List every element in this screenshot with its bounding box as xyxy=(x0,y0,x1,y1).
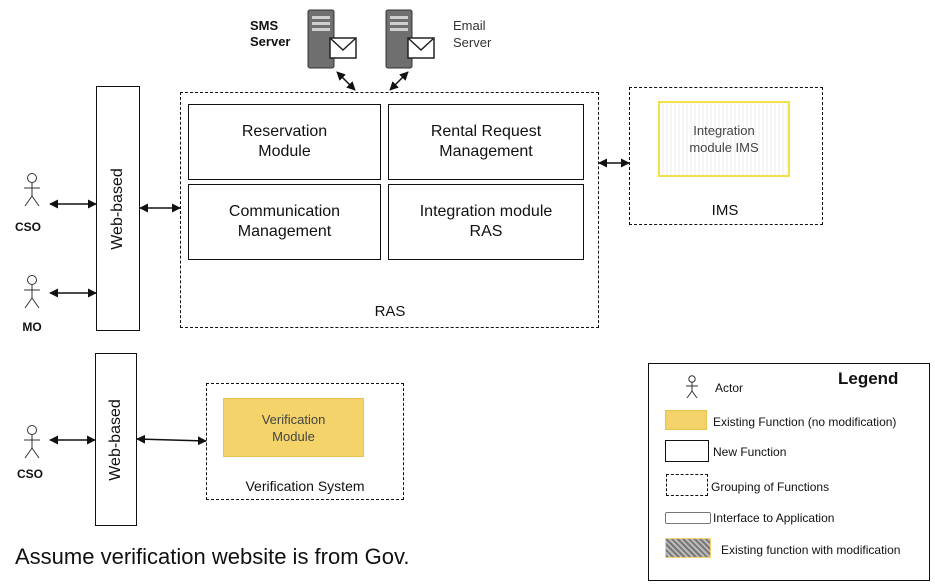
legend-interface-text: Interface to Application xyxy=(713,511,835,525)
web-based-top-label: Web-based xyxy=(109,167,126,250)
legend-interface-swatch xyxy=(665,512,711,524)
legend-existing-text: Existing Function (no modification) xyxy=(713,415,897,429)
verification-group xyxy=(206,383,404,500)
sms-server-label: SMS Server xyxy=(250,18,291,49)
arrow-sms-ras xyxy=(336,71,356,91)
legend-modified-swatch xyxy=(665,538,711,558)
web-based-top: Web-based xyxy=(96,86,140,331)
ims-label: IMS xyxy=(711,202,739,219)
ims-group xyxy=(629,87,823,225)
email-server-label: Email Server xyxy=(453,18,492,50)
actor-label-cso-top: CSO xyxy=(14,220,41,234)
actor-icon-cso-top xyxy=(20,172,44,212)
legend-box xyxy=(648,363,930,581)
email-server-icon xyxy=(384,8,444,73)
actor-icon-cso-bottom xyxy=(20,424,44,464)
web-based-bottom: Web-based xyxy=(95,353,137,526)
reservation-module: Reservation Module xyxy=(188,104,381,180)
legend-actor-text: Actor xyxy=(715,381,744,395)
actor-icon-mo xyxy=(20,274,44,314)
legend-actor-icon xyxy=(683,375,701,401)
rental-request-management: Rental Request Management xyxy=(388,104,584,180)
sms-server-icon xyxy=(306,8,357,69)
ras-group xyxy=(180,92,599,328)
arrow-email-ras xyxy=(389,71,409,91)
communication-management: Communication Management xyxy=(188,184,381,260)
legend-grouping-text: Grouping of Functions xyxy=(711,480,830,494)
legend-new-text: New Function xyxy=(713,445,787,459)
integration-module-ras: Integration module RAS xyxy=(388,184,584,260)
legend-grouping-swatch xyxy=(666,474,708,496)
ras-label: RAS xyxy=(374,303,406,320)
legend-modified-text: Existing function with modification xyxy=(721,543,901,557)
actor-label-mo: MO xyxy=(22,320,42,334)
web-based-bottom-label: Web-based xyxy=(107,398,124,481)
verification-label: Verification System xyxy=(245,478,365,494)
note-text: Assume verification website is from Gov. xyxy=(15,544,410,569)
verification-module: Verification Module xyxy=(223,398,364,457)
integration-module-ims: Integration module IMS xyxy=(658,101,790,177)
legend-title: Legend xyxy=(838,369,899,388)
arrow-web-verification xyxy=(136,434,207,446)
legend-new-swatch xyxy=(665,440,709,462)
legend-existing-swatch xyxy=(665,410,707,430)
actor-label-cso-bottom: CSO xyxy=(16,467,43,481)
